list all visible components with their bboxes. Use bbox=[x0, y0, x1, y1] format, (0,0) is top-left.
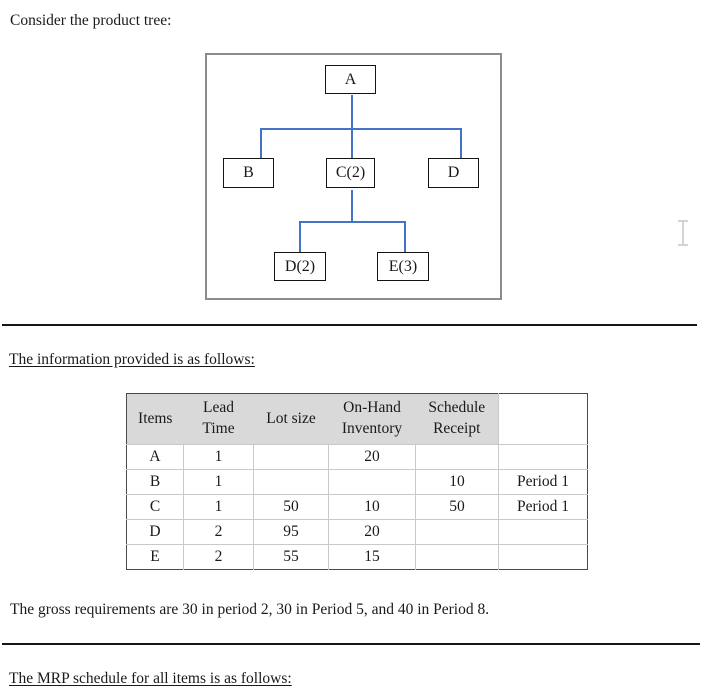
cell: 20 bbox=[328, 519, 416, 545]
cell: 2 bbox=[183, 519, 254, 545]
header-line: Schedule bbox=[428, 399, 486, 417]
cell: 1 bbox=[183, 444, 254, 470]
connector-level1-bar bbox=[260, 128, 462, 130]
cell: D bbox=[126, 519, 184, 545]
table-row-item-b: B 1 10 Period 1 bbox=[126, 469, 588, 495]
header-line: Time bbox=[202, 420, 235, 437]
header-line: Receipt bbox=[433, 420, 481, 437]
mrp-heading: The MRP schedule for all items is as fol… bbox=[9, 670, 292, 687]
cell: 1 bbox=[183, 469, 254, 495]
cell: 15 bbox=[328, 544, 416, 570]
cell: A bbox=[126, 444, 184, 470]
header-cell-lot-size: Lot size bbox=[253, 393, 329, 445]
header-line: Lead bbox=[203, 399, 234, 417]
connector-a-stem bbox=[351, 95, 353, 130]
cell: 20 bbox=[328, 444, 416, 470]
cell: 50 bbox=[253, 494, 329, 520]
table-row-item-e: E 2 55 15 bbox=[126, 544, 588, 570]
header-cell-blank bbox=[498, 393, 588, 445]
cell bbox=[415, 444, 499, 470]
cell bbox=[498, 519, 588, 545]
section-divider-1 bbox=[2, 324, 697, 326]
cell bbox=[253, 469, 329, 495]
cell: E bbox=[126, 544, 184, 570]
product-tree-figure: A B C(2) D D(2) E(3) bbox=[205, 53, 502, 300]
info-heading: The information provided is as follows: bbox=[9, 351, 255, 368]
cell: 2 bbox=[183, 544, 254, 570]
table-row-item-a: A 1 20 bbox=[126, 444, 588, 470]
cell bbox=[498, 544, 588, 570]
connector-c-drop bbox=[351, 128, 353, 158]
cell: 95 bbox=[253, 519, 329, 545]
tree-node-d: D bbox=[428, 158, 479, 188]
tree-node-e3: E(3) bbox=[377, 252, 429, 281]
header-line: Items bbox=[138, 409, 173, 427]
cell: 55 bbox=[253, 544, 329, 570]
tree-node-c: C(2) bbox=[326, 158, 375, 188]
cell: B bbox=[126, 469, 184, 495]
tree-node-a: A bbox=[325, 65, 376, 94]
header-line: Lot size bbox=[266, 409, 316, 427]
cell: C bbox=[126, 494, 184, 520]
connector-d2-drop bbox=[299, 221, 301, 252]
cell: 50 bbox=[415, 494, 499, 520]
text-cursor-ibeam-icon bbox=[678, 220, 688, 246]
header-line: On-Hand bbox=[343, 399, 401, 417]
table-row-item-c: C 1 50 10 50 Period 1 bbox=[126, 494, 588, 520]
tree-node-d2: D(2) bbox=[274, 252, 326, 281]
cell bbox=[415, 519, 499, 545]
tree-node-b: B bbox=[223, 158, 274, 188]
connector-b-drop bbox=[260, 128, 262, 158]
cell bbox=[498, 444, 588, 470]
cell: Period 1 bbox=[498, 469, 588, 495]
header-line: Inventory bbox=[341, 420, 403, 437]
cell bbox=[328, 469, 416, 495]
connector-c-stem bbox=[351, 190, 353, 223]
cell: Period 1 bbox=[498, 494, 588, 520]
header-cell-items: Items bbox=[126, 393, 184, 445]
cell: 10 bbox=[415, 469, 499, 495]
connector-level2-bar bbox=[299, 221, 406, 223]
connector-e3-drop bbox=[404, 221, 406, 252]
intro-text: Consider the product tree: bbox=[10, 12, 172, 29]
gross-requirements-text: The gross requirements are 30 in period … bbox=[10, 601, 490, 618]
connector-d-drop bbox=[460, 128, 462, 158]
section-divider-2 bbox=[2, 643, 700, 645]
cell bbox=[415, 544, 499, 570]
cell: 1 bbox=[183, 494, 254, 520]
cell bbox=[253, 444, 329, 470]
table-row-item-d: D 2 95 20 bbox=[126, 519, 588, 545]
cell: 10 bbox=[328, 494, 416, 520]
